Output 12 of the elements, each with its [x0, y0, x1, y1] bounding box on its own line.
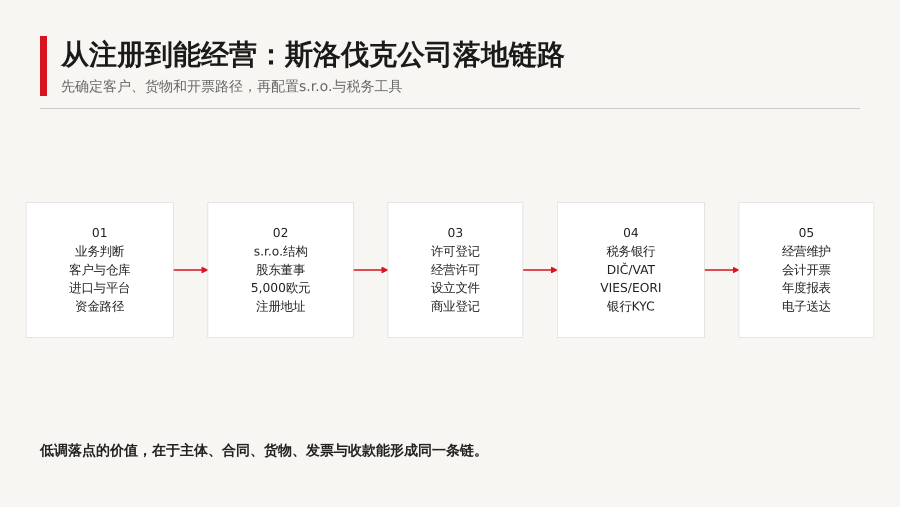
caption: 低调落点的价值，在于主体、合同、货物、发票与收款能形成同一条链。: [40, 442, 488, 460]
node-box: 01 业务判断 客户与仓库 进口与平台 资金路径: [26, 202, 174, 338]
node-box: 02 s.r.o.结构 股东董事 5,000欧元 注册地址: [207, 202, 354, 338]
arrow: [704, 266, 740, 274]
node-box: 04 税务银行 DIČ/VAT VIES/EORI 银行KYC: [556, 202, 705, 338]
arrow: [353, 266, 388, 274]
subtitle: 先确定客户、货物和开票路径，再配置s.r.o.与税务工具: [61, 78, 404, 96]
title: 从注册到能经营：斯洛伐克公司落地链路: [61, 37, 565, 73]
node-box: 05 经营维护 会计开票 年度报表 电子送达: [738, 202, 874, 338]
arrow: [522, 266, 558, 274]
node-box: 03 许可登记 经营许可 设立文件 商业登记: [388, 202, 524, 338]
arrow: [173, 266, 208, 274]
